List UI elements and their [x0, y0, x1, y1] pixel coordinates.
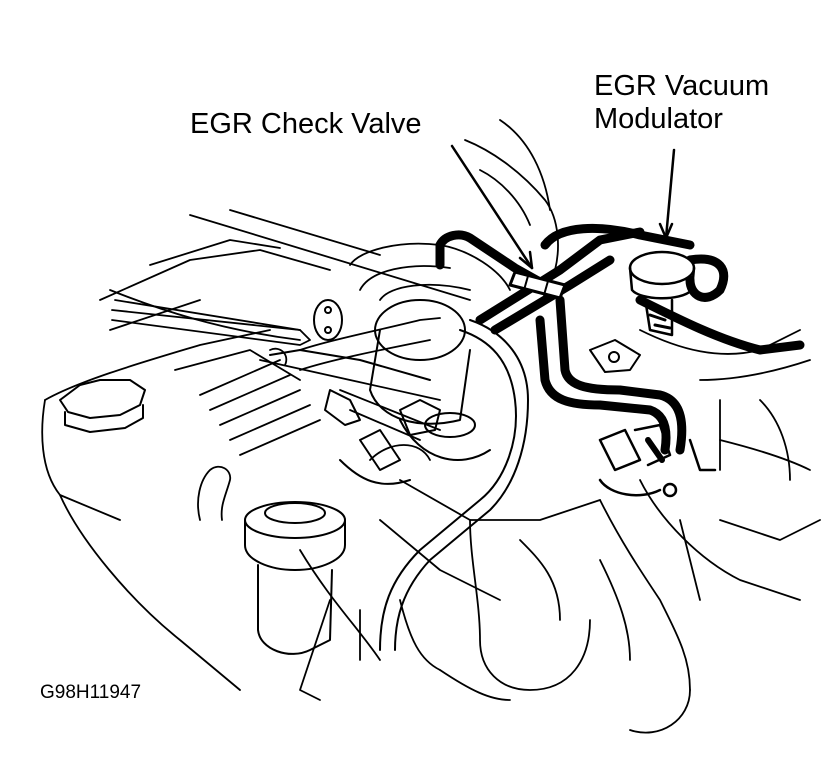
egr-vacuum-modulator-label-line1: EGR Vacuum	[594, 70, 770, 102]
egr-vacuum-modulator-label: EGR Vacuum Modulator	[594, 70, 769, 136]
throttle-body	[324, 299, 491, 485]
oil-filler-cap	[59, 379, 146, 433]
vacuum-tubes	[269, 319, 529, 651]
gasket-flanges	[313, 299, 641, 373]
fluid-reservoir	[244, 501, 346, 655]
egr-check-valve-body	[508, 270, 567, 300]
solenoid-fitting	[598, 423, 717, 498]
egr-vacuum-modulator	[628, 250, 696, 337]
engine-outline	[41, 119, 821, 734]
egr-hoses	[435, 224, 805, 455]
egr-vacuum-modulator-label-line2: Modulator	[594, 103, 723, 135]
leader-arrows	[450, 144, 676, 270]
egr-check-valve-label: EGR Check Valve	[190, 108, 422, 140]
figure-id: G98H11947	[40, 682, 142, 703]
